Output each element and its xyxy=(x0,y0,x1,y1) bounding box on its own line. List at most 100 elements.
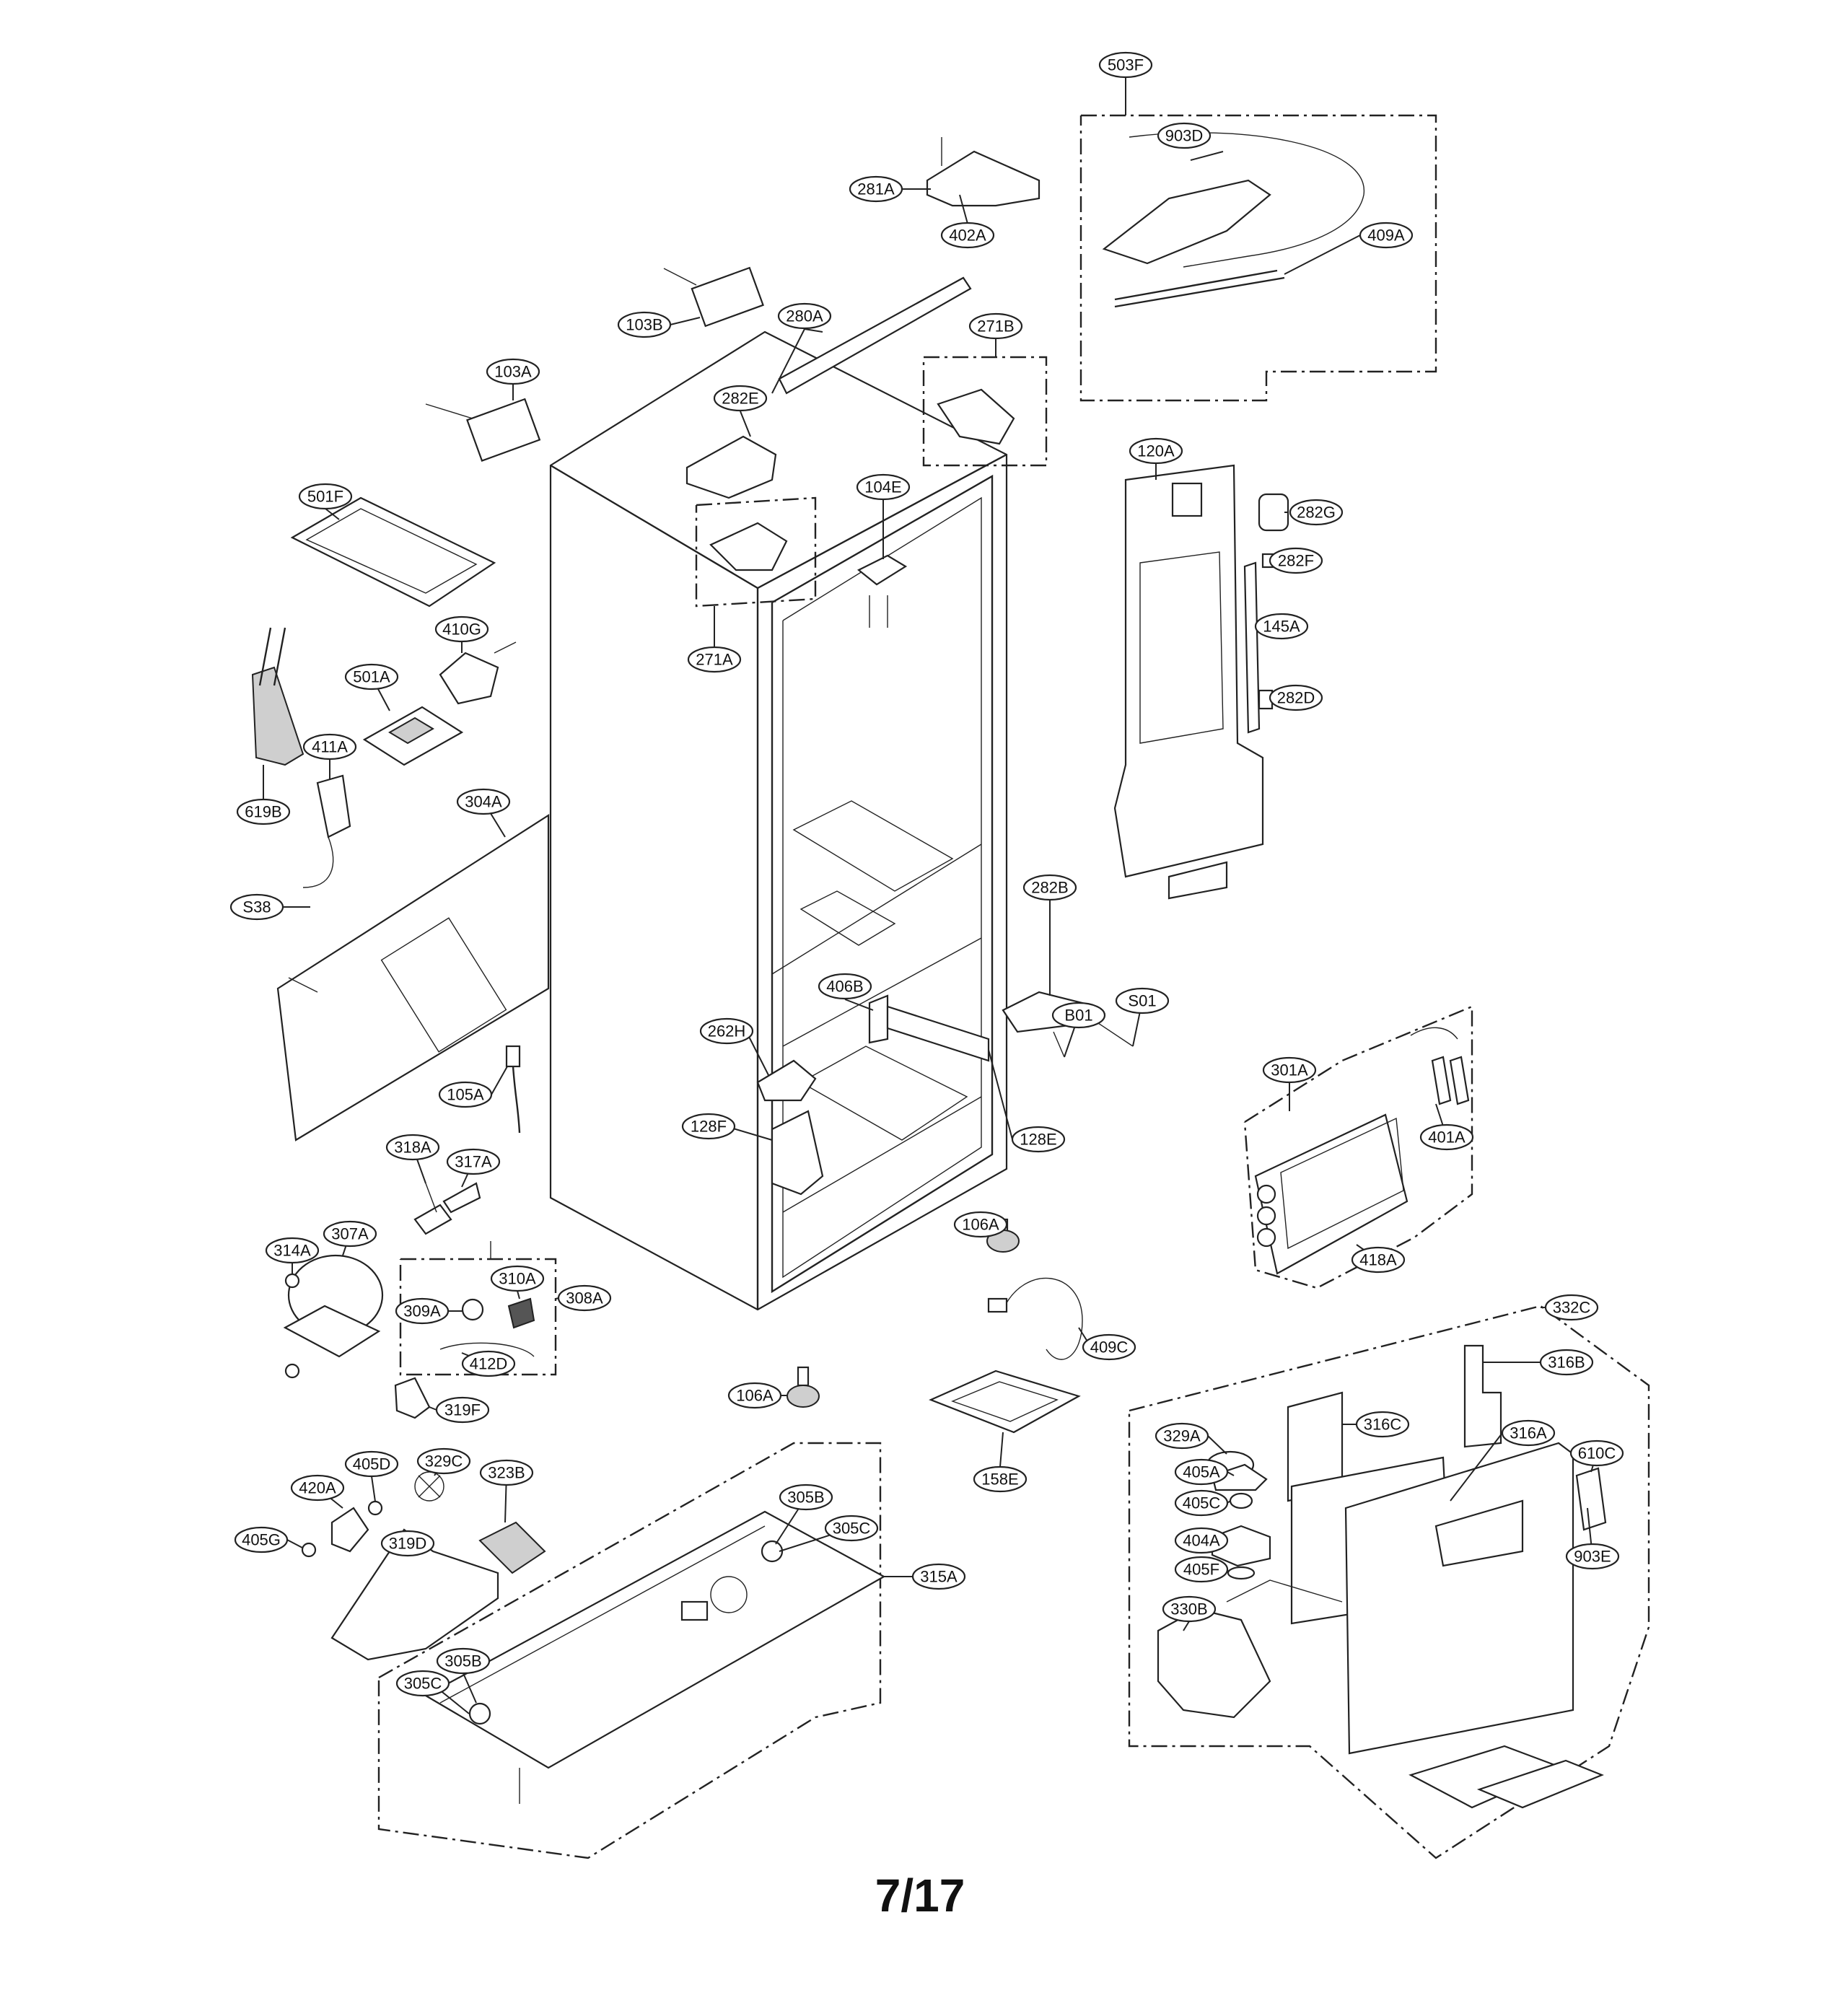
top-rail-280A xyxy=(778,276,972,395)
svg-text:106A: 106A xyxy=(736,1387,774,1405)
part-label-301A: 301A xyxy=(1262,1056,1317,1084)
part-label-262H: 262H xyxy=(699,1017,754,1045)
part-label-305C-left: 305C xyxy=(395,1670,450,1697)
svg-text:409A: 409A xyxy=(1367,227,1405,245)
svg-text:405A: 405A xyxy=(1183,1463,1220,1481)
grommet-314A xyxy=(284,1273,300,1289)
fan-329C xyxy=(414,1471,444,1502)
part-label-280A: 280A xyxy=(777,302,832,330)
svg-text:412D: 412D xyxy=(470,1355,508,1373)
page-number: 7/17 xyxy=(875,1870,965,1921)
svg-text:128F: 128F xyxy=(691,1118,727,1136)
svg-text:305B: 305B xyxy=(444,1652,481,1670)
svg-text:128E: 128E xyxy=(1020,1131,1056,1149)
back-cover-304A xyxy=(276,813,550,1141)
wire-409C xyxy=(987,1277,1083,1360)
part-label-406B: 406B xyxy=(818,973,872,1000)
svg-text:282F: 282F xyxy=(1278,552,1314,570)
part-label-405F: 405F xyxy=(1174,1556,1229,1583)
svg-text:271A: 271A xyxy=(696,651,733,669)
svg-text:405D: 405D xyxy=(353,1455,391,1473)
part-label-307A: 307A xyxy=(323,1220,377,1248)
part-label-282E: 282E xyxy=(713,385,768,412)
svg-text:282G: 282G xyxy=(1297,504,1336,522)
svg-text:405G: 405G xyxy=(242,1531,281,1549)
part-label-S01: S01 xyxy=(1115,987,1170,1014)
part-label-401A: 401A xyxy=(1419,1123,1474,1151)
svg-text:903E: 903E xyxy=(1574,1548,1611,1566)
part-label-503F: 503F xyxy=(1098,51,1153,79)
part-label-316B: 316B xyxy=(1539,1349,1594,1376)
top-hinge-right xyxy=(922,356,1048,467)
svg-text:309A: 309A xyxy=(403,1302,441,1320)
bracket-319F xyxy=(394,1377,431,1419)
sensor-610C xyxy=(1575,1467,1607,1531)
svg-text:103B: 103B xyxy=(626,316,662,334)
svg-text:405C: 405C xyxy=(1183,1494,1221,1512)
svg-text:271B: 271B xyxy=(977,317,1014,336)
svg-text:104E: 104E xyxy=(864,478,901,496)
svg-text:405F: 405F xyxy=(1183,1561,1219,1579)
kit-308A xyxy=(399,1241,557,1376)
part-label-903E: 903E xyxy=(1565,1543,1620,1570)
svg-text:404A: 404A xyxy=(1183,1532,1220,1550)
svg-text:411A: 411A xyxy=(312,738,348,756)
svg-text:418A: 418A xyxy=(1359,1251,1397,1269)
part-label-308A: 308A xyxy=(557,1284,612,1312)
svg-text:329A: 329A xyxy=(1163,1427,1201,1445)
svg-text:409C: 409C xyxy=(1090,1338,1129,1357)
bracket-404A xyxy=(1211,1525,1271,1567)
svg-text:319D: 319D xyxy=(389,1535,427,1553)
svg-text:323B: 323B xyxy=(488,1464,525,1482)
duct-120A xyxy=(1113,464,1264,900)
compressor-307A xyxy=(283,1254,384,1358)
bracket-104E xyxy=(857,554,908,628)
cover-103A xyxy=(425,398,541,462)
foot-106A-lower xyxy=(787,1366,820,1408)
svg-text:316B: 316B xyxy=(1548,1354,1585,1372)
svg-text:330B: 330B xyxy=(1170,1600,1207,1618)
cabinet-body xyxy=(549,330,1008,1311)
svg-text:308A: 308A xyxy=(566,1289,603,1307)
svg-text:120A: 120A xyxy=(1137,442,1175,460)
svg-text:304A: 304A xyxy=(465,793,502,811)
heater-619B xyxy=(251,627,305,766)
svg-text:501F: 501F xyxy=(307,488,343,506)
part-label-304A: 304A xyxy=(456,788,511,815)
svg-text:301A: 301A xyxy=(1271,1061,1308,1079)
svg-text:281A: 281A xyxy=(857,180,895,198)
part-label-271A: 271A xyxy=(687,646,742,673)
part-label-405D: 405D xyxy=(344,1450,399,1478)
part-label-411A: 411A xyxy=(302,733,357,761)
svg-text:282D: 282D xyxy=(1277,689,1315,707)
part-label-282G: 282G xyxy=(1289,499,1344,526)
part-label-282B: 282B xyxy=(1022,874,1077,901)
svg-text:420A: 420A xyxy=(299,1479,336,1497)
grommet-405C xyxy=(1229,1492,1253,1509)
part-label-404A: 404A xyxy=(1174,1527,1229,1554)
washer-405D xyxy=(367,1500,383,1516)
hinge-262H xyxy=(756,994,990,1196)
cover-103B xyxy=(663,266,764,328)
top-hinge-left xyxy=(695,496,817,608)
part-label-314A: 314A xyxy=(265,1237,320,1264)
part-label-158E: 158E xyxy=(973,1465,1028,1493)
part-label-332C: 332C xyxy=(1544,1294,1599,1321)
heater-145A xyxy=(1243,561,1261,734)
heater-401A xyxy=(1410,1027,1470,1105)
svg-text:501A: 501A xyxy=(353,668,390,686)
part-label-501A: 501A xyxy=(344,663,399,691)
svg-text:316A: 316A xyxy=(1510,1424,1547,1442)
fan-motor-420A xyxy=(330,1507,369,1553)
hinge-cover-282E xyxy=(685,435,777,499)
part-label-316A: 316A xyxy=(1501,1419,1556,1447)
part-label-420A: 420A xyxy=(290,1474,345,1502)
part-label-402A: 402A xyxy=(940,222,995,249)
svg-text:305B: 305B xyxy=(787,1489,824,1507)
washer-405G xyxy=(301,1542,317,1558)
svg-text:410G: 410G xyxy=(442,621,481,639)
part-label-318A: 318A xyxy=(385,1134,440,1161)
svg-text:317A: 317A xyxy=(455,1153,492,1171)
part-label-619B: 619B xyxy=(236,798,291,825)
part-label-B01: B01 xyxy=(1051,1002,1106,1029)
